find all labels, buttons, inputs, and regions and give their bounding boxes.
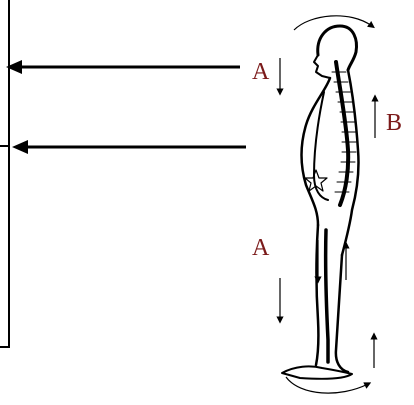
lower-pointer-arrow	[12, 140, 246, 154]
label-a-top: A	[252, 60, 269, 84]
label-a-bottom: A	[252, 236, 269, 260]
upper-pointer-arrow	[6, 60, 240, 74]
human-figure	[282, 26, 359, 379]
label-b: B	[386, 111, 402, 135]
